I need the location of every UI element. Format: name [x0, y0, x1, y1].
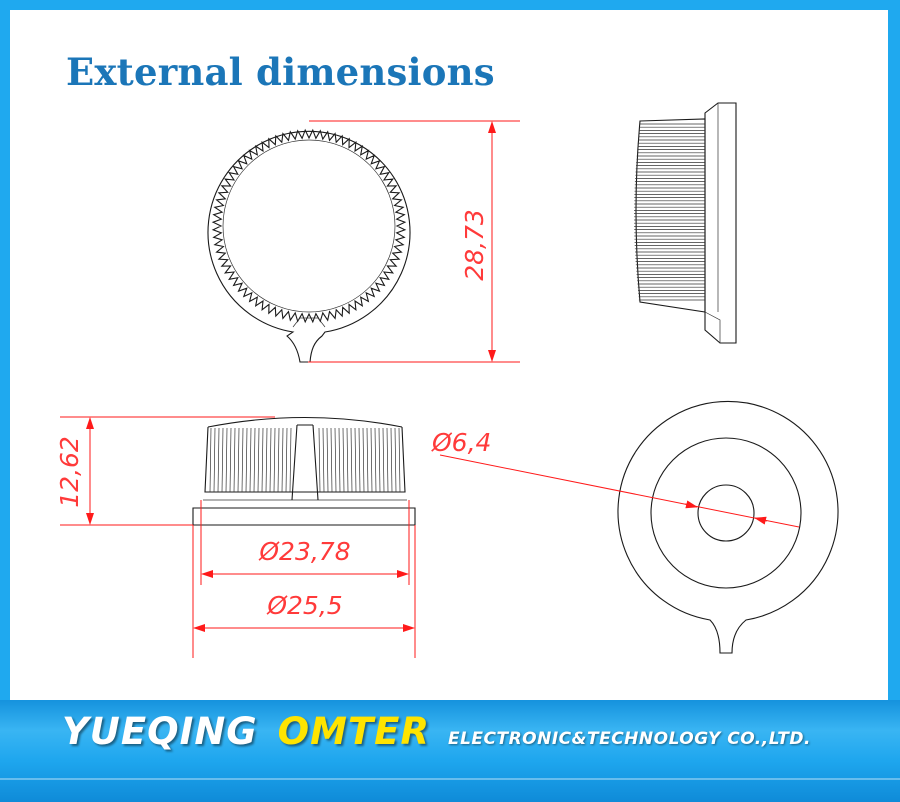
- rib-line: [273, 427, 276, 493]
- elevation-pointer-slot: [291, 424, 319, 501]
- inner-circle: [222, 139, 396, 313]
- dimension-label-12-62: 12,62: [55, 436, 84, 508]
- profile-body: [635, 118, 706, 313]
- dimension-height-top: 28,73: [308, 120, 520, 363]
- rib-line: [281, 427, 284, 493]
- inner-ring: [650, 437, 802, 589]
- rib-line: [213, 427, 216, 493]
- rib-line: [277, 427, 280, 493]
- rib-line: [354, 427, 357, 493]
- company-logo: YUEQING OMTER ELECTRONIC&TECHNOLOGY CO.,LT…: [62, 710, 811, 753]
- dimension-label-28-73: 28,73: [460, 209, 489, 281]
- rib-line: [249, 427, 252, 493]
- rib-line: [209, 427, 212, 493]
- arrow-left: [684, 500, 698, 509]
- elevation-cap: [207, 416, 403, 428]
- rib-line: [394, 427, 397, 493]
- dimension-base-diameter: Ø25,5: [192, 525, 416, 658]
- rib-line: [378, 427, 381, 493]
- technical-drawing: 28,73 12,62: [55, 102, 839, 658]
- rib-line: [334, 427, 337, 493]
- rib-line: [257, 427, 260, 493]
- leader-line: [439, 454, 800, 528]
- elevation-body: [204, 426, 406, 493]
- dimension-height-side: 12,62: [55, 416, 275, 526]
- rib-line: [285, 427, 288, 493]
- brand-subtitle: ELECTRONIC&TECHNOLOGY CO.,LTD.: [447, 729, 811, 749]
- drawing-sheet: [10, 10, 888, 700]
- top-view: [207, 128, 411, 363]
- shaft-hole: [697, 484, 755, 542]
- rib-line: [350, 427, 353, 493]
- rib-line: [362, 427, 365, 493]
- rib-line: [330, 427, 333, 493]
- brand-name-yueqing: YUEQING: [62, 710, 258, 753]
- rib-line: [398, 427, 401, 493]
- page-title: External dimensions: [66, 50, 495, 94]
- top-view-outline: [207, 130, 411, 363]
- rib-line: [370, 427, 373, 493]
- rib-line: [390, 427, 393, 493]
- elevation-ribs: [209, 427, 401, 493]
- brand-banner: YUEQING OMTER ELECTRONIC&TECHNOLOGY CO.,LT…: [0, 700, 900, 802]
- dimension-label-6-4: Ø6,4: [431, 428, 491, 457]
- pointer-notch: [292, 317, 326, 328]
- rib-line: [342, 427, 345, 493]
- dimension-shaft-diameter: Ø6,4: [431, 428, 800, 528]
- profile-pointer-edge: [704, 311, 721, 343]
- brand-name-omter: OMTER: [277, 710, 430, 753]
- banner-stripe: [0, 778, 900, 780]
- rib-line: [221, 427, 224, 493]
- front-elevation: [192, 416, 416, 526]
- dimension-label-23-78: Ø23,78: [258, 537, 350, 566]
- rib-line: [253, 427, 256, 493]
- rib-line: [366, 427, 369, 493]
- side-profile-view: [634, 102, 737, 344]
- rib-line: [237, 427, 240, 493]
- elevation-base: [192, 507, 416, 526]
- rib-line: [269, 427, 272, 493]
- profile-skirt: [704, 102, 737, 344]
- rib-line: [346, 427, 349, 493]
- rib-line: [326, 427, 329, 493]
- rib-line: [374, 427, 377, 493]
- rib-line: [318, 427, 321, 493]
- rib-line: [358, 427, 361, 493]
- dimension-label-25-5: Ø25,5: [266, 591, 342, 620]
- knurled-ring: [211, 128, 407, 324]
- arrow-right: [754, 516, 768, 525]
- dimension-body-diameter: Ø23,78: [200, 500, 410, 585]
- rib-line: [386, 427, 389, 493]
- rib-line: [225, 427, 228, 493]
- rib-line: [233, 427, 236, 493]
- rib-line: [245, 427, 248, 493]
- rib-line: [289, 427, 292, 493]
- rib-line: [382, 427, 385, 493]
- rib-line: [241, 427, 244, 493]
- profile-ribs: [634, 123, 705, 301]
- rib-line: [261, 427, 264, 493]
- rib-line: [229, 427, 232, 493]
- rib-line: [265, 427, 268, 493]
- bottom-view-outline: [617, 401, 839, 654]
- rib-line: [322, 427, 325, 493]
- rib-line: [217, 427, 220, 493]
- rib-line: [338, 427, 341, 493]
- bottom-view: [617, 401, 839, 654]
